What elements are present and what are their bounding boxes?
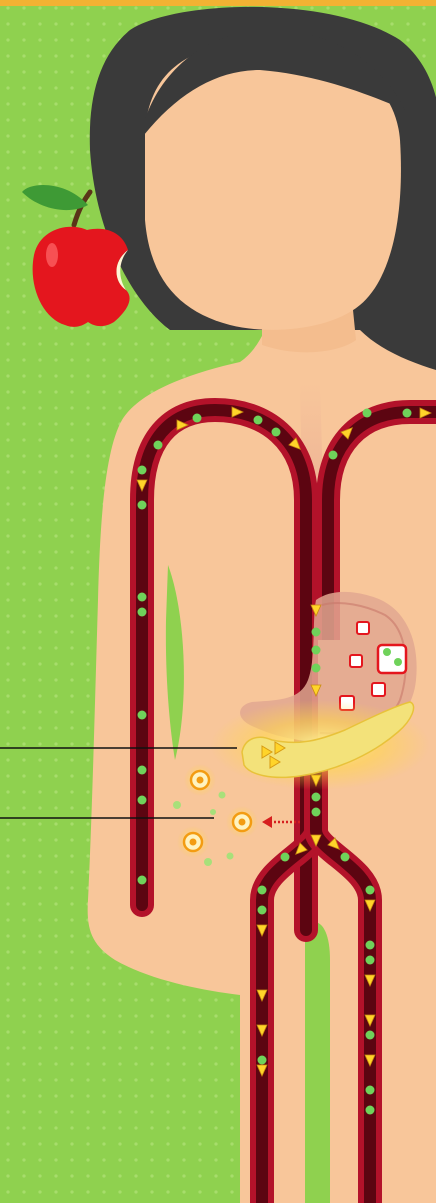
glucose-dot	[138, 766, 147, 775]
glucose-dot	[341, 853, 350, 862]
glucose-dot	[258, 1056, 267, 1065]
top-border	[0, 0, 436, 6]
glucose-dot	[312, 628, 321, 637]
glucose-dot	[366, 1086, 375, 1095]
glucose-dot	[312, 664, 321, 673]
glucose-dot	[312, 793, 321, 802]
glucose-dot	[312, 646, 321, 655]
glucose-dot	[258, 886, 267, 895]
glucose-dot	[366, 886, 375, 895]
glucose-dot	[138, 608, 147, 617]
glucose-dot	[363, 409, 372, 418]
glucose-dot	[138, 466, 147, 475]
glucose-dot	[403, 409, 412, 418]
glucose-dot	[138, 711, 147, 720]
glucose-dot	[281, 853, 290, 862]
glucose-dot	[138, 876, 147, 885]
glucose-dot	[254, 416, 263, 425]
glucose-dot	[366, 1106, 375, 1115]
glucose-dot	[138, 501, 147, 510]
leg-gap	[305, 922, 330, 1203]
glucose-dot	[366, 1031, 375, 1040]
glucose-dot	[329, 451, 338, 460]
glucose-dot	[138, 593, 147, 602]
glucose-dot	[193, 414, 202, 423]
glucose-dot	[258, 906, 267, 915]
glucose-dot	[366, 941, 375, 950]
glucose-dot	[312, 808, 321, 817]
glucose-dot	[154, 441, 163, 450]
glucose-dot	[138, 796, 147, 805]
glucose-dot	[272, 428, 281, 437]
glucose-dot	[366, 956, 375, 965]
